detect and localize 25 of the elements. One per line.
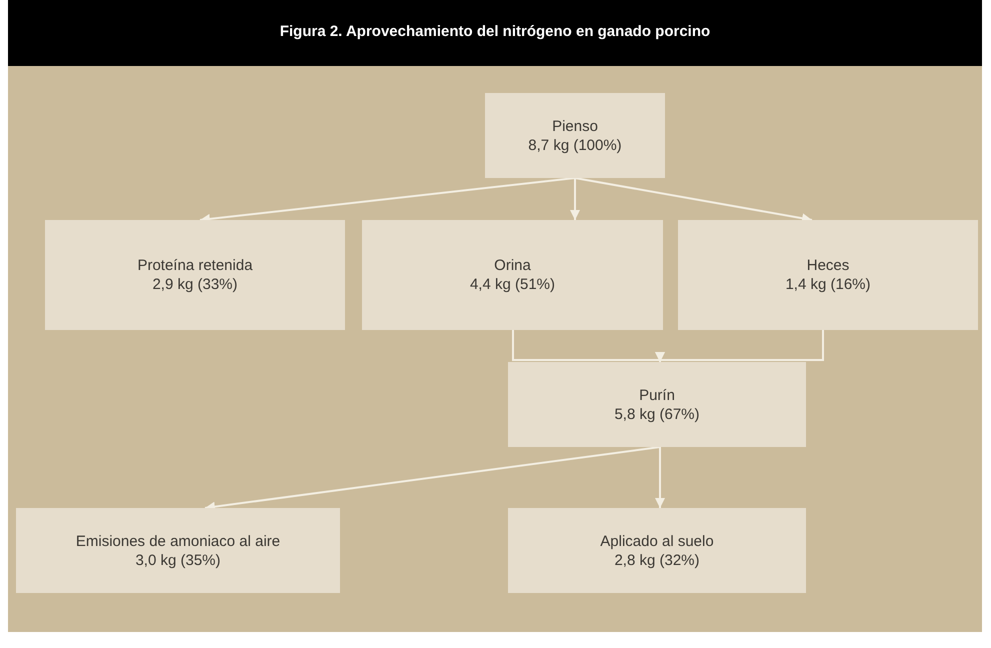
node-value: 3,0 kg (35%) xyxy=(135,550,221,570)
node-title: Orina xyxy=(494,256,531,275)
node-value: 1,4 kg (16%) xyxy=(785,275,871,294)
flow-box xyxy=(678,220,978,330)
flow-box xyxy=(508,362,806,447)
arrow xyxy=(655,447,665,508)
node-title: Pienso xyxy=(552,116,598,136)
node-title: Heces xyxy=(806,256,850,275)
arrow xyxy=(570,178,580,220)
flow-box xyxy=(16,508,340,593)
flow-box xyxy=(508,508,806,593)
node-value: 2,8 kg (32%) xyxy=(614,550,700,570)
node-title: Emisiones de amoniaco al aire xyxy=(76,532,280,550)
node-value: 5,8 kg (67%) xyxy=(614,404,700,424)
flow-box xyxy=(485,93,665,178)
flow-box xyxy=(362,220,663,330)
title: Figura 2. Aprovechamiento del nitrógeno en ganado porcino xyxy=(278,23,712,40)
node-title: Purín xyxy=(639,386,675,404)
arrow xyxy=(655,330,824,362)
node-value: 4,4 kg (51%) xyxy=(470,275,556,294)
node-title: Proteína retenida xyxy=(137,256,253,275)
node-title: Aplicado al suelo xyxy=(600,532,714,550)
flow-box xyxy=(45,220,345,330)
node-value: 2,9 kg (33%) xyxy=(152,275,238,294)
node-value: 8,7 kg (100%) xyxy=(528,136,622,154)
